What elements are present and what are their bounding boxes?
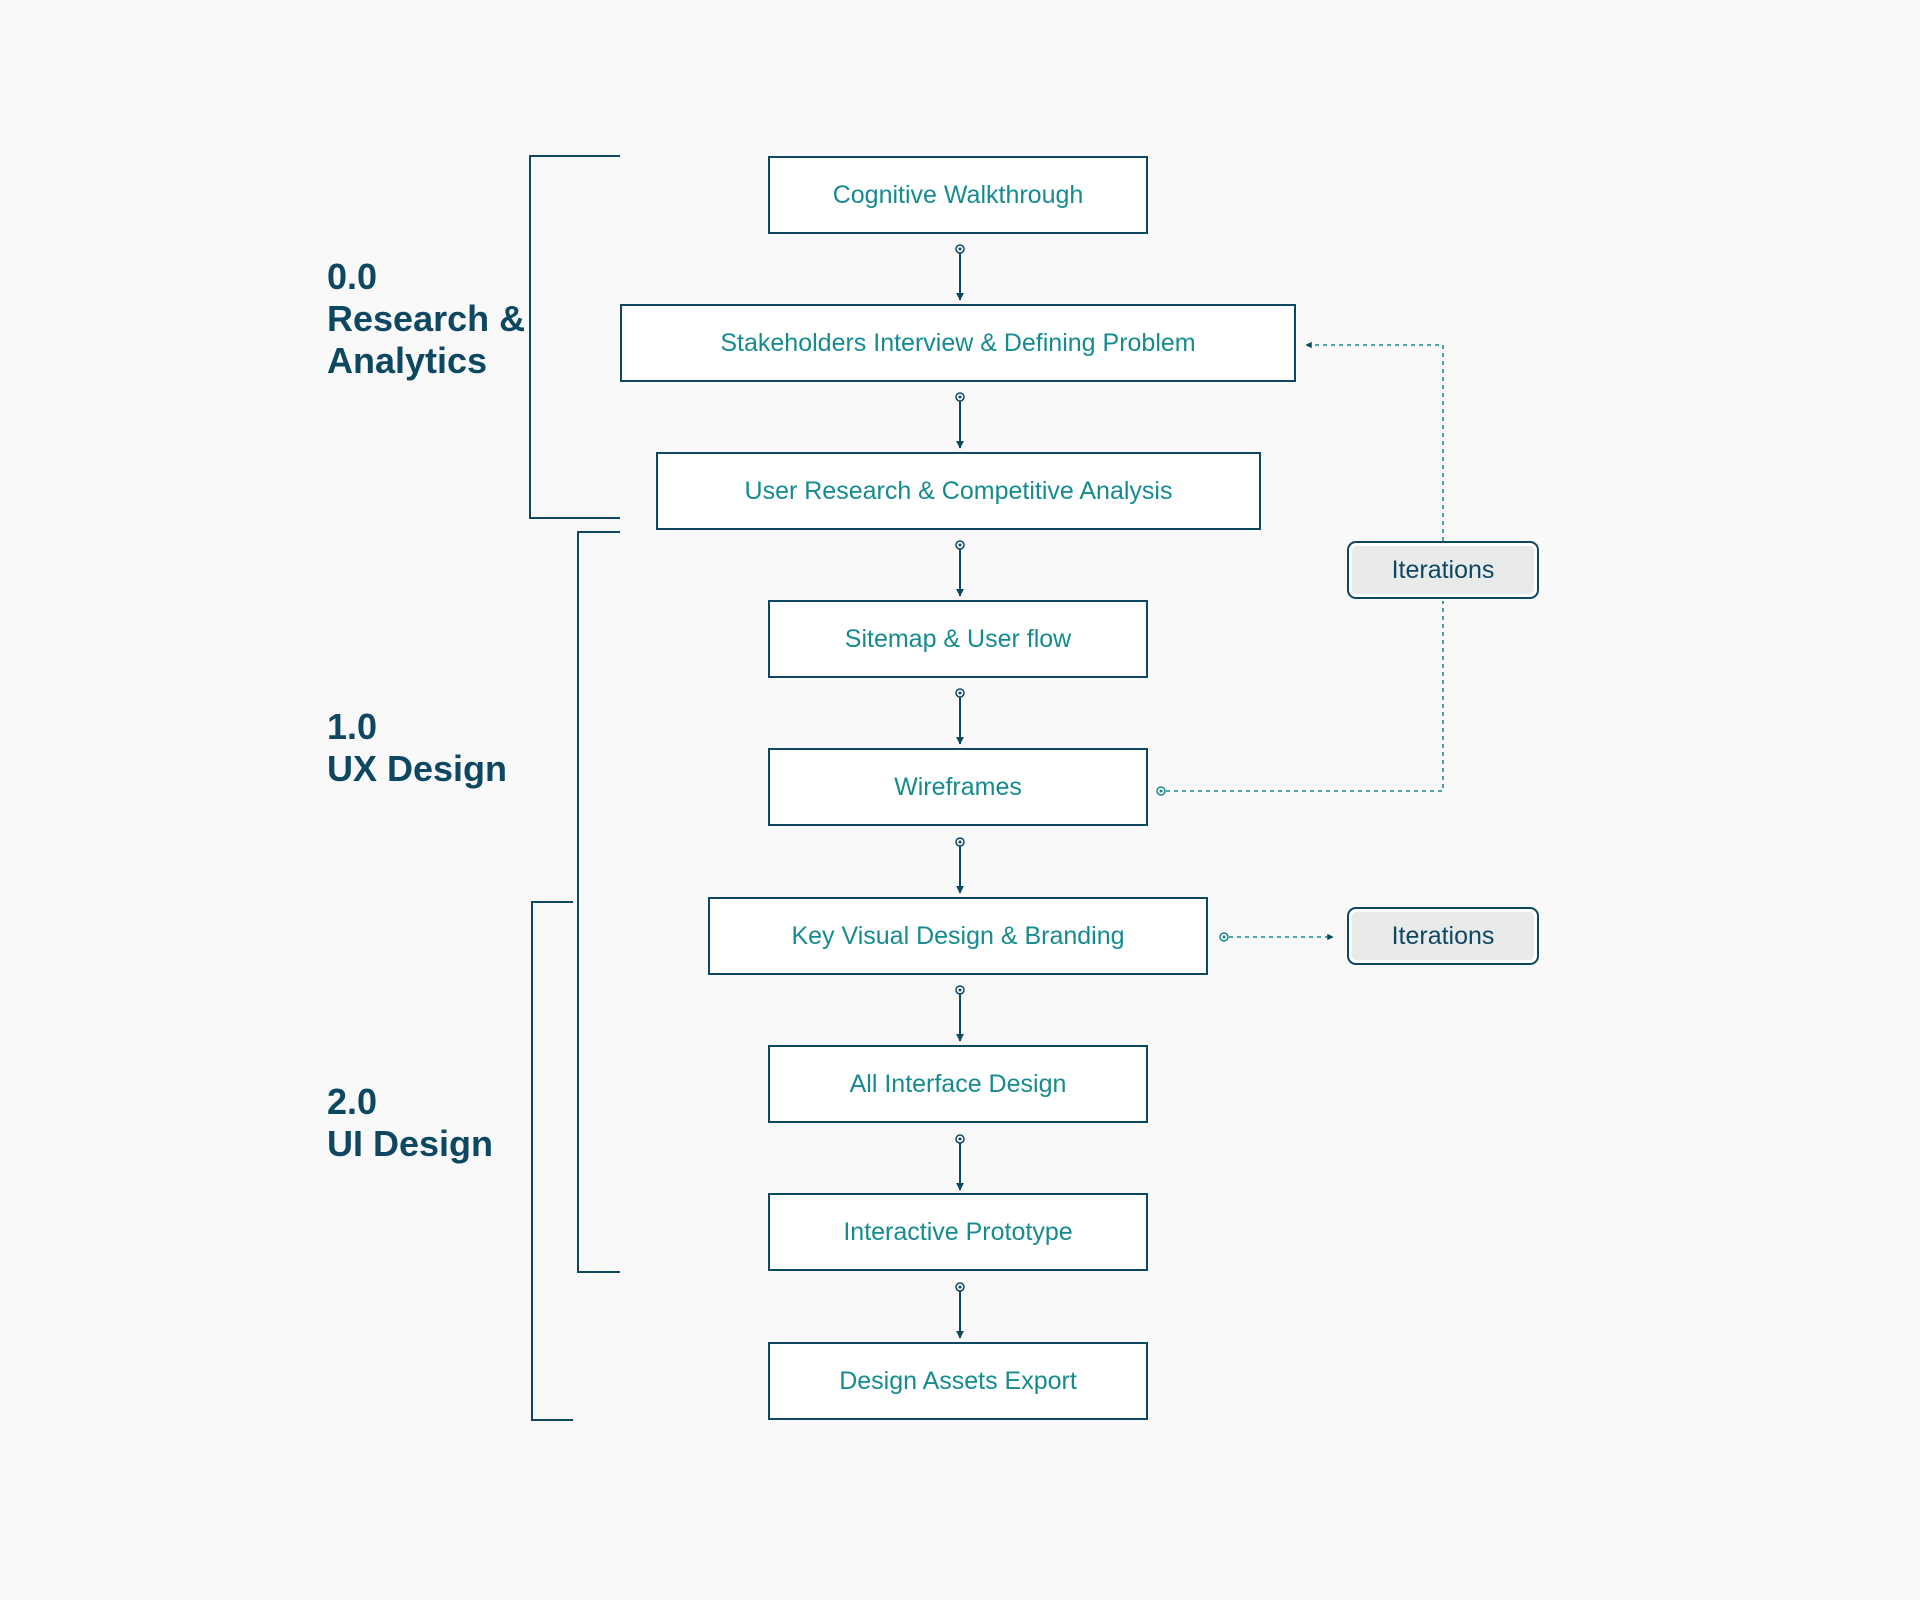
step-interactive-prototype[interactable]: Interactive Prototype [768,1193,1148,1271]
connector-dot [958,543,962,547]
connector-dot [958,988,962,992]
step-wireframes[interactable]: Wireframes [768,748,1148,826]
phase-label-ui-design: 2.0 UI Design [327,1081,493,1165]
iterations-badge-ui[interactable]: Iterations [1347,907,1539,965]
step-design-assets-export[interactable]: Design Assets Export [768,1342,1148,1420]
loop-path-lower [1166,601,1444,792]
iteration-branch-connector [1219,932,1334,942]
phase-number: 1.0 [327,706,378,747]
connector-5 [955,837,965,894]
iterations-badge-ux[interactable]: Iterations [1347,541,1539,599]
phase-label-research: 0.0 Research & Analytics [327,256,525,382]
connector-dot [958,1137,962,1141]
bracket-ui-design [531,901,573,1421]
phase-title: UX Design [327,748,508,789]
phase-label-ux-design: 1.0 UX Design [327,706,507,790]
connector-dot [958,840,962,844]
step-user-research[interactable]: User Research & Competitive Analysis [656,452,1261,530]
connector-dot [958,691,962,695]
connector-2 [955,392,965,449]
phase-number: 2.0 [327,1081,378,1122]
connector-4 [955,688,965,745]
connector-1 [955,244,965,301]
connector-3 [955,540,965,597]
connector-dot [958,247,962,251]
connector-7 [955,1134,965,1191]
branch-start-dot [1222,935,1226,939]
step-key-visual-design[interactable]: Key Visual Design & Branding [708,897,1208,975]
loop-path-upper [1305,341,1444,541]
step-stakeholders-interview[interactable]: Stakeholders Interview & Defining Proble… [620,304,1296,382]
connector-dot [958,395,962,399]
phase-title: Analytics [327,340,488,381]
bracket-ux-design [577,531,620,1273]
phase-number: 0.0 [327,256,378,297]
loop-start-dot [1159,789,1163,793]
step-sitemap-user-flow[interactable]: Sitemap & User flow [768,600,1148,678]
connector-6 [955,985,965,1042]
connector-dot [958,1285,962,1289]
bracket-research [529,155,620,519]
step-cognitive-walkthrough[interactable]: Cognitive Walkthrough [768,156,1148,234]
connector-8 [955,1282,965,1339]
phase-title: UI Design [327,1123,494,1164]
step-all-interface-design[interactable]: All Interface Design [768,1045,1148,1123]
iteration-loop-connector [1156,341,1444,796]
phase-title: Research & [327,298,526,339]
